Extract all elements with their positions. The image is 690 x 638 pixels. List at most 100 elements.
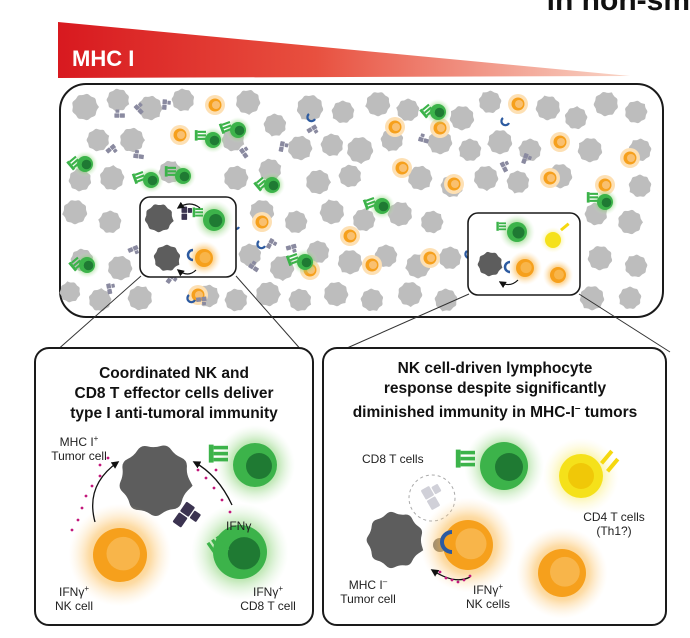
tumor-cell-icon — [98, 210, 122, 233]
cd8-t-cell-label: IFNγ+ CD8 T cell — [240, 584, 296, 613]
tumor-cell-icon — [625, 100, 648, 124]
cytokine-dot-icon — [98, 463, 102, 467]
tumor-cell-icon — [320, 133, 344, 157]
mhc-molecule-icon — [418, 133, 430, 144]
tumor-cell-icon — [474, 166, 499, 191]
cytokine-dot-icon — [204, 476, 208, 480]
nk-nucleus — [557, 138, 565, 146]
tcr-receptor-icon — [362, 197, 377, 211]
tumor-cell-icon — [587, 246, 613, 271]
tcr-receptor-icon — [496, 221, 506, 231]
tcr-receptor-icon — [194, 130, 206, 141]
tumor-cell-icon — [337, 250, 363, 275]
mhc-positive-tumor-label: MHC I+ Tumor cell — [51, 434, 107, 463]
arrow-icon — [498, 279, 519, 289]
tumor-cell-icon — [224, 288, 248, 312]
tumor-cell-icon — [564, 106, 588, 130]
cytokine-dot-icon — [98, 474, 102, 478]
cytokine-dot-icon — [462, 578, 466, 582]
right-panel-title: NK cell-driven lymphocyte response despi… — [352, 360, 638, 422]
tumor-cell-icon — [352, 208, 376, 232]
cd8-nucleus — [512, 226, 525, 239]
cd8-nucleus — [209, 213, 223, 228]
connector-line — [54, 275, 142, 353]
connector-line — [578, 293, 671, 353]
mhc-molecule-icon — [105, 143, 118, 154]
cytokine-dot-icon — [76, 518, 80, 522]
cytokine-dot-icon — [214, 468, 218, 472]
tumor-cell-icon — [487, 130, 513, 155]
tumor-cell-icon — [88, 288, 112, 312]
tumor-cell-icon — [427, 130, 453, 155]
cd8-nucleus — [81, 159, 92, 170]
tumor-cell-icon — [366, 511, 424, 569]
tumor-cell-icon — [408, 165, 433, 191]
tcr-receptor-icon — [192, 207, 203, 218]
tumor-cell-icon — [618, 286, 642, 309]
nk-nucleus — [627, 154, 635, 162]
cytokine-dot-icon — [438, 570, 442, 574]
ifng-label: IFNγ — [226, 519, 252, 533]
mhc-molecule-icon — [265, 238, 278, 249]
cd8-nucleus — [495, 453, 523, 481]
tumor-cell-icon — [100, 165, 125, 190]
cd8-nucleus — [601, 197, 612, 208]
cd4-nucleus — [568, 463, 594, 489]
tissue-cells — [59, 88, 652, 312]
cd4-receptor-icon — [560, 222, 570, 232]
mhc-molecule-icon — [521, 153, 532, 165]
tcr-receptor-icon — [253, 176, 269, 192]
cd8-nucleus — [246, 453, 272, 479]
tumor-cell-icon — [153, 244, 181, 271]
connector-line — [337, 293, 470, 353]
cd4-t-cells-label: CD4 T cells (Th1?) — [583, 510, 645, 538]
cytokine-dot-icon — [456, 580, 460, 584]
nk-nucleus — [392, 123, 400, 131]
nk-nucleus — [602, 181, 610, 189]
tumor-cell-icon — [224, 165, 249, 191]
mhc-molecule-icon — [133, 149, 144, 160]
tumor-cell-icon — [256, 281, 281, 307]
mhc-negative-tumor-label: MHC I– Tumor cell — [340, 577, 396, 606]
tumor-cell-icon — [458, 138, 482, 161]
tumor-cell-icon — [347, 137, 374, 164]
tumor-cell-icon — [434, 288, 458, 312]
nk-nucleus — [554, 269, 564, 280]
cd8-nucleus — [227, 537, 261, 570]
cd8-nucleus — [234, 125, 245, 136]
tumor-cell-icon — [119, 445, 193, 517]
tcr-receptor-icon — [164, 166, 176, 177]
cytokine-dot-icon — [212, 486, 216, 490]
cytokine-dot-icon — [84, 494, 88, 498]
nk-nucleus — [195, 291, 203, 299]
nk-nucleus — [427, 254, 435, 262]
arrow-icon — [176, 201, 201, 209]
cytokine-dot-icon — [196, 468, 200, 472]
mhc-loss-indicator — [408, 474, 456, 522]
cytokine-dot-icon — [80, 506, 84, 510]
nk-nucleus — [455, 528, 487, 560]
tumor-cell-icon — [236, 90, 261, 115]
cd8-nucleus — [268, 180, 279, 191]
nk-receptor-icon — [186, 294, 196, 304]
tumor-cell-icon — [138, 95, 163, 121]
mhc-molecule-icon — [421, 484, 442, 510]
mhc-molecule-icon — [306, 124, 319, 134]
figure-title-fragment: in non-sm — [546, 0, 690, 17]
nk-nucleus — [106, 536, 140, 571]
tumor-cell-icon — [62, 200, 88, 225]
arrow-icon — [92, 461, 120, 523]
nk-nucleus — [399, 164, 407, 172]
cd4-receptor-icon — [600, 449, 614, 465]
left-panel-illustration — [68, 425, 295, 607]
tumor-cell-icon — [238, 243, 262, 267]
nk-nucleus — [199, 251, 211, 264]
nk-cells-label: IFNγ+ NK cells — [465, 582, 510, 611]
cytokine-dot-icon — [444, 576, 448, 580]
tumor-cell-icon — [324, 282, 349, 307]
cd8-nucleus — [147, 175, 158, 186]
cytokine-dot-icon — [106, 456, 110, 460]
cytokine-dot-icon — [90, 484, 94, 488]
tumor-cell-icon — [263, 113, 287, 137]
tumor-cell-icon — [319, 199, 344, 225]
